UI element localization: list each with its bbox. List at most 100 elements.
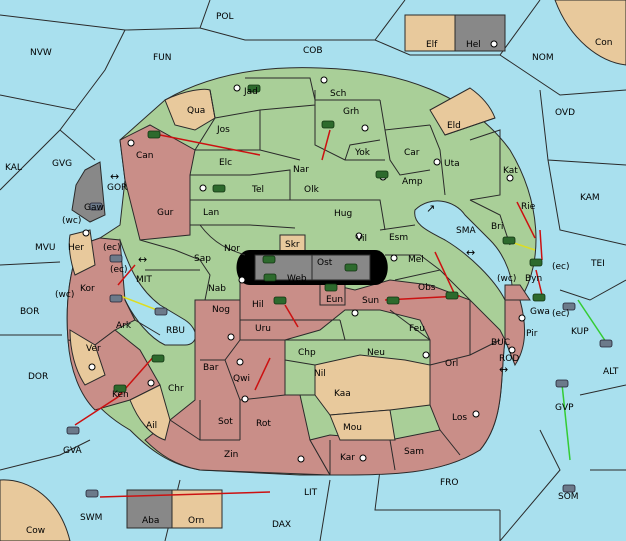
label-kor-wc: (wc) bbox=[55, 290, 74, 300]
army-unit bbox=[321, 120, 335, 129]
label-vil: Vil bbox=[356, 234, 367, 244]
label-lan: Lan bbox=[203, 208, 219, 218]
province-qua[interactable] bbox=[164, 88, 216, 131]
label-web: Web bbox=[287, 274, 307, 284]
units bbox=[113, 84, 546, 393]
label-sam: Sam bbox=[404, 447, 424, 457]
label-hil: Hil bbox=[252, 300, 264, 310]
army-unit bbox=[151, 354, 165, 363]
label-rbu: RBU bbox=[166, 326, 185, 336]
passage-markers: ↔ ↔ ↔ ↗ ↔ bbox=[110, 170, 508, 376]
province-elf[interactable] bbox=[404, 14, 456, 52]
army-unit bbox=[212, 184, 226, 193]
army-unit bbox=[113, 384, 127, 393]
label-kat: Kat bbox=[503, 166, 518, 176]
label-lit: LIT bbox=[304, 488, 318, 498]
label-nar: Nar bbox=[293, 165, 309, 175]
label-rot: Rot bbox=[256, 419, 271, 429]
svg-text:↔: ↔ bbox=[499, 363, 508, 376]
label-chp: Chp bbox=[298, 348, 316, 358]
label-alt: ALT bbox=[603, 367, 619, 377]
label-her-ec: (ec) bbox=[103, 243, 121, 253]
fleet-unit bbox=[85, 489, 99, 498]
label-pol: POL bbox=[216, 12, 234, 22]
province-gwa[interactable] bbox=[504, 284, 531, 301]
label-ark: Ark bbox=[116, 321, 132, 331]
label-byn: Byn bbox=[525, 274, 542, 284]
province-kaa[interactable] bbox=[314, 354, 431, 416]
fleet-unit bbox=[555, 379, 569, 388]
label-bar: Bar bbox=[203, 363, 219, 373]
province-ver[interactable] bbox=[69, 329, 106, 386]
label-nil: Nil bbox=[314, 369, 326, 379]
label-sun: Sun bbox=[362, 296, 379, 306]
label-swm: SWM bbox=[80, 513, 102, 523]
label-rod: ROD bbox=[499, 354, 519, 364]
label-kal: KAL bbox=[5, 163, 22, 173]
label-ost: Ost bbox=[317, 258, 333, 268]
label-los: Los bbox=[452, 413, 467, 423]
label-jad: Jad bbox=[243, 87, 258, 97]
fleets bbox=[66, 202, 613, 498]
army-unit bbox=[344, 263, 358, 272]
province-ail[interactable] bbox=[129, 384, 171, 441]
label-zin: Zin bbox=[224, 450, 238, 460]
svg-text:↗: ↗ bbox=[426, 202, 435, 215]
label-kaa: Kaa bbox=[334, 389, 351, 399]
label-can: Can bbox=[136, 151, 154, 161]
label-ver: Ver bbox=[86, 344, 101, 354]
label-eun: Eun bbox=[326, 295, 343, 305]
fleet-unit bbox=[599, 339, 613, 348]
label-gvg: GVG bbox=[52, 159, 72, 169]
order-arrows bbox=[74, 129, 543, 498]
label-grh: Grh bbox=[343, 107, 359, 117]
province-her[interactable] bbox=[68, 229, 96, 276]
army-unit bbox=[147, 130, 161, 139]
label-kup: KUP bbox=[571, 327, 589, 337]
army-unit bbox=[247, 84, 261, 93]
label-dor: DOR bbox=[28, 372, 48, 382]
label-uta: Uta bbox=[444, 159, 460, 169]
label-kar: Kar bbox=[340, 453, 355, 463]
army-unit bbox=[445, 291, 459, 300]
label-aba: Aba bbox=[142, 516, 159, 526]
fleet-unit bbox=[562, 484, 576, 493]
label-qua: Qua bbox=[187, 106, 205, 116]
province-labels: POL NVW FUN COB NOM Con Elf Hel KAL GVG … bbox=[5, 12, 619, 536]
label-dax: DAX bbox=[272, 520, 291, 530]
label-gwa: Gwa bbox=[530, 307, 550, 317]
support-lines bbox=[561, 299, 609, 461]
province-south[interactable] bbox=[144, 299, 331, 476]
label-som: SOM bbox=[558, 492, 579, 502]
label-gwa-ec: (ec) bbox=[552, 309, 570, 319]
label-sma: SMA bbox=[456, 226, 476, 236]
label-hug: Hug bbox=[334, 209, 352, 219]
fleet-unit bbox=[109, 254, 123, 263]
province-orn[interactable] bbox=[171, 489, 223, 529]
label-nog: Nog bbox=[212, 305, 230, 315]
label-gva: GVA bbox=[63, 446, 83, 456]
label-olk: Olk bbox=[304, 185, 320, 195]
label-gur: Gur bbox=[157, 208, 174, 218]
supply-centers bbox=[82, 40, 526, 463]
label-orn: Orn bbox=[188, 516, 204, 526]
label-orl: Orl bbox=[445, 359, 458, 369]
label-byn-wc: (wc) bbox=[497, 274, 516, 284]
label-nab: Nab bbox=[208, 284, 226, 294]
province-can-gur[interactable] bbox=[119, 124, 196, 241]
label-mvu: MVU bbox=[35, 243, 56, 253]
label-skr: Skr bbox=[285, 240, 300, 250]
province-mou[interactable] bbox=[329, 409, 396, 441]
label-kor: Kor bbox=[80, 284, 95, 294]
label-qwi: Qwi bbox=[233, 374, 250, 384]
label-nom: NOM bbox=[532, 53, 554, 63]
army-unit bbox=[263, 273, 277, 282]
label-cob: COB bbox=[303, 46, 323, 56]
label-her: Her bbox=[68, 243, 84, 253]
label-bor: BOR bbox=[20, 307, 39, 317]
label-gaw-wc: (wc) bbox=[62, 216, 81, 226]
svg-text:↔: ↔ bbox=[110, 170, 119, 183]
label-mit: MIT bbox=[136, 275, 152, 285]
